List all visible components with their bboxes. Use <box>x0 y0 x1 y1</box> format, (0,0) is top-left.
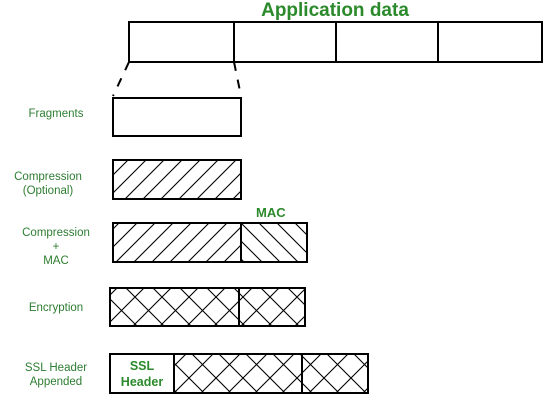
label-compression-line1: Compression <box>14 171 82 183</box>
encrypted-data-block <box>109 287 240 327</box>
application-data-blocks <box>128 21 543 63</box>
compressed-block <box>112 159 242 200</box>
ssl-header-text-line2: Header <box>121 375 164 389</box>
app-data-block-2 <box>233 21 337 63</box>
label-encryption: Encryption <box>28 302 84 314</box>
diagram-title: Application data <box>261 0 409 21</box>
label-compression-mac: Compression + MAC <box>10 226 102 268</box>
label-ssl-line2: Appended <box>29 376 83 388</box>
label-compression-mac-line2: + <box>52 241 60 253</box>
label-ssl-line1: SSL Header <box>24 362 88 374</box>
fragment-block <box>112 97 242 137</box>
label-ssl-header-appended: SSL Header Appended <box>10 361 102 389</box>
encrypted-mac-block <box>238 287 306 327</box>
mac-block <box>240 222 308 263</box>
app-data-block-3 <box>335 21 439 63</box>
compressed-data-block <box>112 222 242 263</box>
label-compression: Compression (Optional) <box>2 170 94 198</box>
ssl-encrypted-mac-block <box>301 353 369 394</box>
app-data-block-4 <box>437 21 543 63</box>
label-compression-mac-line3: MAC <box>43 255 69 267</box>
mac-label: MAC <box>256 205 286 220</box>
ssl-encrypted-data-block <box>173 353 303 394</box>
fragment-expansion-lines <box>112 61 242 97</box>
app-data-block-1 <box>128 21 235 63</box>
label-compression-mac-line1: Compression <box>22 227 90 239</box>
label-fragments: Fragments <box>28 108 84 120</box>
ssl-header-block <box>109 353 175 394</box>
ssl-header-text-line1: SSL <box>130 359 155 373</box>
label-compression-line2: (Optional) <box>22 185 74 197</box>
